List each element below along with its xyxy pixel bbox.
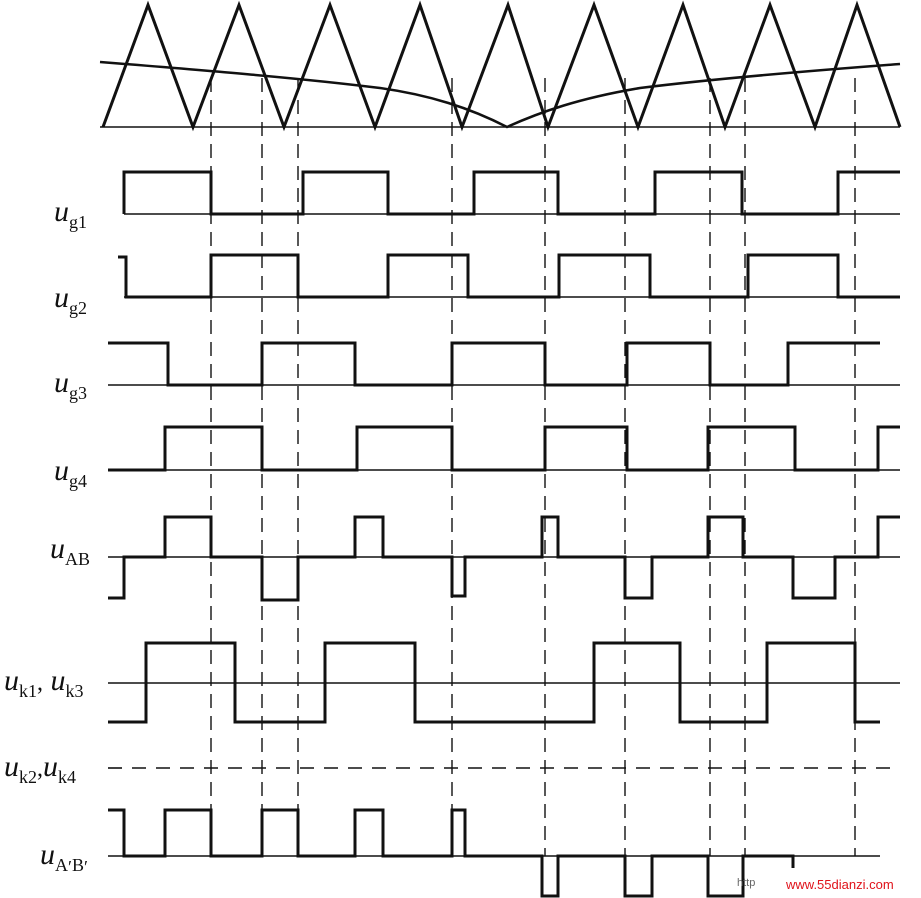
carrier-panel — [99, 0, 902, 132]
triangle-carrier-wave — [101, 0, 902, 132]
label-ug4: ug4 — [54, 454, 87, 491]
waveform-ug3 — [108, 341, 880, 387]
waveform-uk1-uk3 — [108, 641, 880, 724]
label-uab: uAB — [50, 532, 91, 569]
label-ug1: ug1 — [54, 195, 87, 232]
label-ug2: ug2 — [54, 281, 87, 318]
label-ug3: ug3 — [54, 366, 87, 403]
modulating-signal-curve — [99, 60, 901, 129]
waveform-ug4 — [108, 425, 900, 472]
switching-instant-guides — [210, 78, 856, 856]
trace-baselines — [108, 213, 900, 857]
label-uk2-uk4: uk2,uk4 — [4, 750, 76, 787]
label-uapbp: uA′B′ — [40, 838, 88, 877]
waveform-uab — [108, 515, 900, 602]
watermark-text: www.55dianzi.com — [786, 877, 894, 892]
waveform-ug1 — [122, 170, 900, 216]
label-uk1-uk3: uk1, uk3 — [4, 664, 84, 701]
waveform-ug2 — [118, 253, 900, 299]
watermark-prefix: http — [737, 877, 756, 889]
waveform-uapbp — [108, 808, 795, 898]
